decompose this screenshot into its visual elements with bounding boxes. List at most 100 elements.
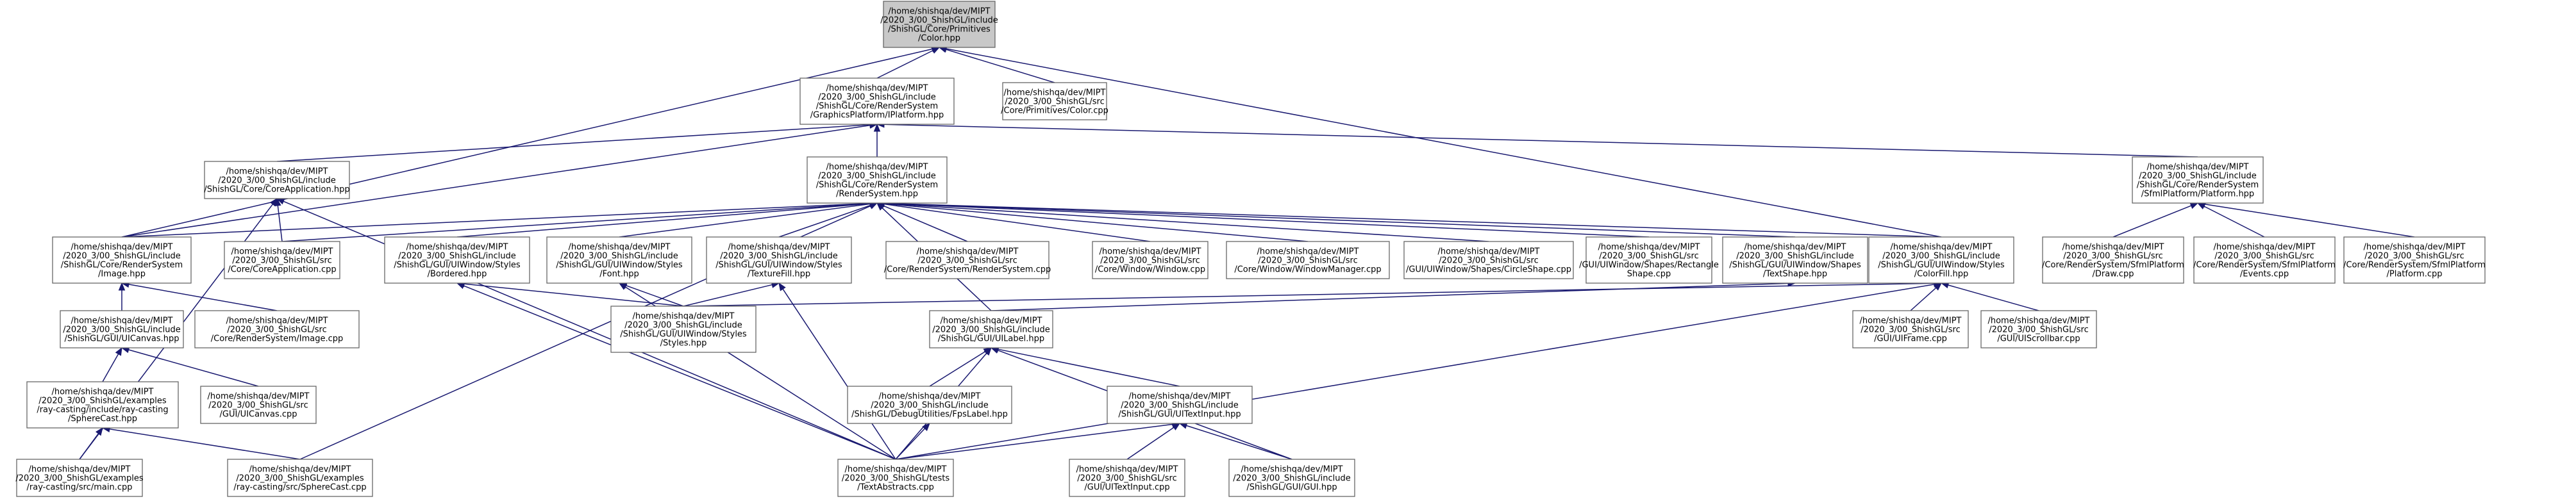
edge-uilabel_hpp-to-textshape_hpp	[991, 282, 1789, 311]
graph-node-bordered_hpp[interactable]: /home/shishqa/dev/MIPT/2020_3/00_ShishGL…	[384, 236, 530, 284]
edge-styles_hpp-to-texturefill_hpp	[683, 284, 773, 307]
graph-node-coreapp_hpp[interactable]: /home/shishqa/dev/MIPT/2020_3/00_ShishGL…	[204, 161, 350, 199]
arrowhead-icon	[873, 123, 881, 132]
node-label: /home/shishqa/dev/MIPT/2020_3/00_ShishGL…	[1729, 243, 1861, 279]
edge-uitextinput_hpp-to-uilabel_hpp	[998, 348, 1180, 387]
node-box	[2132, 156, 2264, 204]
graph-node-font_hpp[interactable]: /home/shishqa/dev/MIPT/2020_3/00_ShishGL…	[546, 236, 692, 284]
graph-node-main_cpp[interactable]: /home/shishqa/dev/MIPT/2020_3/00_ShishGL…	[15, 459, 144, 497]
graph-node-image_hpp[interactable]: /home/shishqa/dev/MIPT/2020_3/00_ShishGL…	[52, 236, 192, 284]
graph-node-fpslabel_hpp[interactable]: /home/shishqa/dev/MIPT/2020_3/00_ShishGL…	[847, 386, 1012, 424]
node-label: /home/shishqa/dev/MIPT/2020_3/00_ShishGL…	[204, 167, 349, 195]
node-label: /home/shishqa/dev/MIPT/2020_3/00_ShishGL…	[1095, 247, 1205, 275]
edge-color_cpp-to-color_hpp	[946, 49, 1055, 83]
edge-draw_cpp-to-sfmlplatform_hpp	[2112, 205, 2192, 238]
node-box	[384, 236, 530, 284]
edge-gpp_hpp-to-color_hpp	[876, 50, 933, 79]
graph-node-textshape_hpp[interactable]: /home/shishqa/dev/MIPT/2020_3/00_ShishGL…	[1722, 236, 1868, 284]
graph-node-image_cpp[interactable]: /home/shishqa/dev/MIPT/2020_3/00_ShishGL…	[194, 310, 360, 348]
node-box	[60, 310, 184, 348]
edge-spherecast_hpp-to-uicanvas_hpp	[102, 354, 119, 382]
graph-node-gpp_hpp[interactable]: /home/shishqa/dev/MIPT/2020_3/00_ShishGL…	[799, 78, 955, 125]
graph-node-rectshape_cpp[interactable]: /home/shishqa/dev/MIPT/2020_3/00_ShishGL…	[1579, 236, 1719, 284]
node-label: /home/shishqa/dev/MIPT/2020_3/00_ShishGL…	[1001, 88, 1108, 116]
edge-image_hpp-to-color_hpp	[121, 48, 933, 238]
graph-node-uiframe_cpp[interactable]: /home/shishqa/dev/MIPT/2020_3/00_ShishGL…	[1852, 310, 1969, 348]
node-box	[1403, 241, 1574, 279]
edge-windowmanager_cpp-to-rendersystem_hpp	[883, 203, 1309, 242]
graph-node-window_cpp[interactable]: /home/shishqa/dev/MIPT/2020_3/00_ShishGL…	[1092, 241, 1209, 279]
node-label: /home/shishqa/dev/MIPT/2020_3/00_ShishGL…	[2042, 243, 2184, 279]
arrowhead-icon	[922, 423, 930, 431]
node-label: /home/shishqa/dev/MIPT/2020_3/00_ShishGL…	[2193, 243, 2336, 279]
edge-textabstracts_cpp-to-bordered_hpp	[463, 285, 896, 460]
arrowhead-icon	[618, 282, 628, 290]
node-box	[1107, 386, 1253, 424]
graph-node-coreapp_cpp[interactable]: /home/shishqa/dev/MIPT/2020_3/00_ShishGL…	[224, 241, 340, 279]
graph-node-colorfill_hpp[interactable]: /home/shishqa/dev/MIPT/2020_3/00_ShishGL…	[1868, 236, 2014, 284]
edge-textabstracts_cpp-to-fpslabel_hpp	[895, 428, 925, 460]
graph-node-color_hpp[interactable]: /home/shishqa/dev/MIPT/2020_3/00_ShishGL…	[880, 1, 998, 48]
edge-platform_cpp-to-sfmlplatform_hpp	[2204, 203, 2415, 238]
edge-image_cpp-to-image_hpp	[128, 284, 278, 311]
node-box	[799, 78, 955, 125]
edge-uitextinput_cpp-to-uitextinput_hpp	[1126, 427, 1175, 460]
node-box	[1852, 310, 1969, 348]
graph-node-uicanvas_cpp[interactable]: /home/shishqa/dev/MIPT/2020_3/00_ShishGL…	[200, 386, 317, 424]
graph-node-uicanvas_hpp[interactable]: /home/shishqa/dev/MIPT/2020_3/00_ShishGL…	[60, 310, 184, 348]
node-label: /home/shishqa/dev/MIPT/2020_3/00_ShishGL…	[1987, 316, 2089, 344]
graph-node-uilabel_hpp[interactable]: /home/shishqa/dev/MIPT/2020_3/00_ShishGL…	[929, 310, 1053, 348]
graph-node-rendersystem_hpp[interactable]: /home/shishqa/dev/MIPT/2020_3/00_ShishGL…	[807, 156, 948, 204]
node-box	[1092, 241, 1209, 279]
graph-node-circleshape_cpp[interactable]: /home/shishqa/dev/MIPT/2020_3/00_ShishGL…	[1403, 241, 1574, 279]
edge-styles_hpp-to-colorfill_hpp	[683, 282, 1935, 307]
graph-node-uitextinput_cpp[interactable]: /home/shishqa/dev/MIPT/2020_3/00_ShishGL…	[1069, 459, 1185, 497]
graph-node-uiscrollbar_cpp[interactable]: /home/shishqa/dev/MIPT/2020_3/00_ShishGL…	[1980, 310, 2097, 348]
graph-node-windowmanager_cpp[interactable]: /home/shishqa/dev/MIPT/2020_3/00_ShishGL…	[1226, 241, 1390, 279]
graph-node-platform_cpp[interactable]: /home/shishqa/dev/MIPT/2020_3/00_ShishGL…	[2343, 236, 2486, 284]
node-box	[929, 310, 1053, 348]
node-label: /home/shishqa/dev/MIPT/2020_3/00_ShishGL…	[63, 316, 181, 344]
graph-node-color_cpp[interactable]: /home/shishqa/dev/MIPT/2020_3/00_ShishGL…	[1001, 82, 1108, 120]
node-label: /home/shishqa/dev/MIPT/2020_3/00_ShishGL…	[1076, 465, 1178, 493]
arrowhead-icon	[115, 347, 122, 356]
graph-node-uitextinput_hpp[interactable]: /home/shishqa/dev/MIPT/2020_3/00_ShishGL…	[1107, 386, 1253, 424]
arrowhead-icon	[118, 282, 126, 291]
graph-node-styles_hpp[interactable]: /home/shishqa/dev/MIPT/2020_3/00_ShishGL…	[610, 306, 757, 353]
node-box	[52, 236, 192, 284]
node-label: /home/shishqa/dev/MIPT/2020_3/00_ShishGL…	[1859, 316, 1961, 344]
node-label: /home/shishqa/dev/MIPT/2020_3/00_ShishGL…	[15, 465, 143, 493]
graph-node-draw_cpp[interactable]: /home/shishqa/dev/MIPT/2020_3/00_ShishGL…	[2042, 236, 2184, 284]
node-label: /home/shishqa/dev/MIPT/2020_3/00_ShishGL…	[1579, 243, 1719, 279]
node-box	[1226, 241, 1390, 279]
graph-node-spherecast_cpp[interactable]: /home/shishqa/dev/MIPT/2020_3/00_ShishGL…	[227, 459, 373, 497]
edges-layer	[79, 45, 2415, 460]
node-label: /home/shishqa/dev/MIPT/2020_3/00_ShishGL…	[884, 247, 1051, 275]
node-box	[1002, 82, 1107, 120]
graph-node-textabstracts_cpp[interactable]: /home/shishqa/dev/MIPT/2020_3/00_ShishGL…	[837, 459, 954, 497]
graph-node-rendersystem_cpp[interactable]: /home/shishqa/dev/MIPT/2020_3/00_ShishGL…	[884, 241, 1051, 279]
graph-node-gui_hpp[interactable]: /home/shishqa/dev/MIPT/2020_3/00_ShishGL…	[1228, 459, 1355, 497]
node-box	[706, 236, 852, 284]
graph-node-sfmlplatform_hpp[interactable]: /home/shishqa/dev/MIPT/2020_3/00_ShishGL…	[2132, 156, 2264, 204]
node-label: /home/shishqa/dev/MIPT/2020_3/00_ShishGL…	[880, 7, 998, 44]
node-box	[837, 459, 954, 497]
node-label: /home/shishqa/dev/MIPT/2020_3/00_ShishGL…	[1233, 465, 1351, 493]
node-box	[26, 381, 179, 429]
node-box	[610, 306, 757, 353]
edge-coreapp_cpp-to-rendersystem_hpp	[281, 202, 871, 242]
edge-textabstracts_cpp-to-colorfill_hpp	[895, 284, 1935, 460]
node-label: /home/shishqa/dev/MIPT/2020_3/00_ShishGL…	[556, 243, 683, 279]
edge-styles_hpp-to-bordered_hpp	[464, 283, 684, 307]
graph-node-texturefill_hpp[interactable]: /home/shishqa/dev/MIPT/2020_3/00_ShishGL…	[706, 236, 852, 284]
node-box	[2193, 236, 2336, 284]
graph-node-spherecast_hpp[interactable]: /home/shishqa/dev/MIPT/2020_3/00_ShishGL…	[26, 381, 179, 429]
edge-uiframe_cpp-to-colorfill_hpp	[1910, 287, 1937, 311]
edge-image_hpp-to-gpp_hpp	[121, 124, 871, 238]
graph-node-events_cpp[interactable]: /home/shishqa/dev/MIPT/2020_3/00_ShishGL…	[2193, 236, 2336, 284]
node-label: /home/shishqa/dev/MIPT/2020_3/00_ShishGL…	[207, 392, 309, 420]
edge-gui_hpp-to-uitextinput_hpp	[1186, 425, 1292, 460]
node-label: /home/shishqa/dev/MIPT/2020_3/00_ShishGL…	[61, 243, 183, 279]
node-label: /home/shishqa/dev/MIPT/2020_3/00_ShishGL…	[394, 243, 521, 279]
